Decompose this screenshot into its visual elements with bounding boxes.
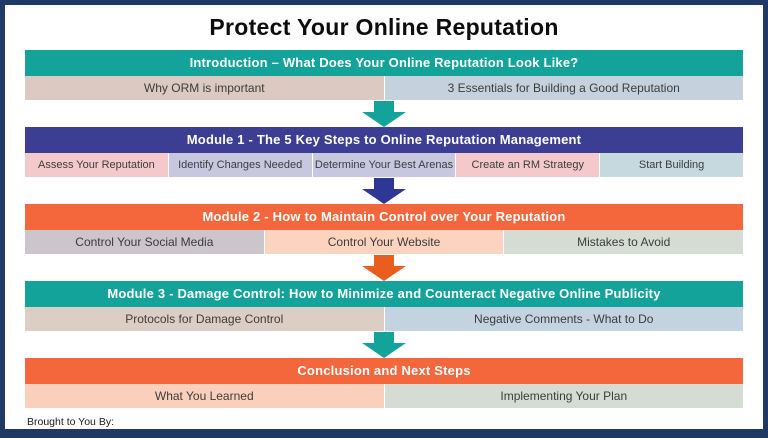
- section-cell: Why ORM is important: [25, 76, 384, 100]
- page-title: Protect Your Online Reputation: [209, 14, 559, 40]
- sections: Introduction – What Does Your Online Rep…: [25, 50, 744, 408]
- section-arrow: [25, 177, 743, 204]
- section-cell: Negative Comments - What to Do: [383, 307, 743, 331]
- brought-to-you-by-label: Brought to You By:: [27, 416, 114, 428]
- course-section: Module 1 - The 5 Key Steps to Online Rep…: [25, 127, 743, 204]
- section-cell: 3 Essentials for Building a Good Reputat…: [383, 76, 743, 100]
- course-section: Conclusion and Next Steps What You Learn…: [25, 358, 743, 408]
- section-cell: Protocols for Damage Control: [25, 307, 384, 331]
- section-header: Module 1 - The 5 Key Steps to Online Rep…: [25, 127, 743, 153]
- section-header: Module 3 - Damage Control: How to Minimi…: [25, 281, 743, 307]
- section-cell: What You Learned: [25, 384, 384, 408]
- course-section: Introduction – What Does Your Online Rep…: [25, 50, 743, 127]
- section-arrow: [25, 100, 743, 127]
- section-header: Conclusion and Next Steps: [25, 358, 743, 384]
- section-cell: Control Your Social Media: [25, 230, 264, 254]
- section-cell: Start Building: [599, 153, 743, 177]
- course-section: Module 2 - How to Maintain Control over …: [25, 204, 744, 281]
- section-header: Module 2 - How to Maintain Control over …: [25, 204, 743, 230]
- section-cell: Implementing Your Plan: [383, 384, 743, 408]
- down-arrow-icon: [362, 100, 406, 127]
- section-cell: Assess Your Reputation: [25, 153, 168, 177]
- section-cell: Control Your Website: [263, 230, 504, 254]
- section-arrow: [25, 331, 743, 358]
- section-cell: Identify Changes Needed: [167, 153, 312, 177]
- course-section: Module 3 - Damage Control: How to Minimi…: [25, 281, 743, 358]
- section-header: Introduction – What Does Your Online Rep…: [25, 50, 743, 76]
- down-arrow-icon: [362, 331, 406, 358]
- section-cell: Determine Your Best Arenas: [311, 153, 456, 177]
- section-cell: Create an RM Strategy: [455, 153, 600, 177]
- down-arrow-icon: [362, 254, 406, 281]
- down-arrow-icon: [362, 177, 406, 204]
- section-cell: Mistakes to Avoid: [503, 230, 744, 254]
- section-arrow: [25, 254, 743, 281]
